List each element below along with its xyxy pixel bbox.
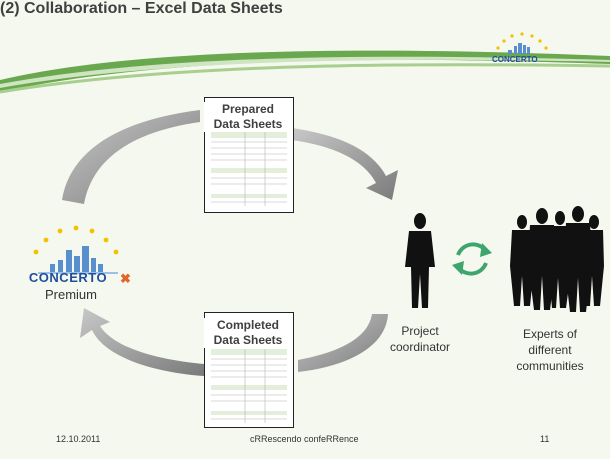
completed-caption-line1: Completed	[216, 318, 279, 332]
experts-label-line1: Experts of	[522, 327, 578, 341]
logo-caption: Premium	[44, 287, 97, 302]
coordinator-label: Project coordinator	[380, 323, 460, 355]
coordinator-label-line1: Project	[401, 324, 439, 338]
prepared-caption-line1: Prepared	[221, 102, 275, 116]
footer-date: 12.10.2011	[56, 434, 101, 444]
footer-event: cRRescendo confeRRence	[250, 434, 359, 444]
exchange-arrows-icon	[452, 242, 492, 276]
completed-data-sheet: Completed Data Sheets	[204, 312, 294, 428]
header-swoosh	[0, 50, 610, 94]
experts-label-line2: different	[528, 343, 572, 357]
coordinator-label-line2: coordinator	[389, 340, 451, 354]
slide-title: (2) Collaboration – Excel Data Sheets	[0, 0, 283, 17]
prepared-caption-line2: Data Sheets	[213, 117, 283, 131]
concerto-logo-small: CONCERTO	[490, 28, 554, 68]
arrow-top-left	[62, 110, 200, 204]
logo-mark-icon: ✖	[120, 271, 131, 286]
experts-label-line3: communities	[516, 359, 584, 373]
completed-caption-line2: Data Sheets	[213, 333, 283, 347]
experts-group-silhouette-icon	[510, 206, 604, 312]
logo-small-text: CONCERTO	[492, 55, 538, 64]
arrow-top-right	[292, 128, 398, 200]
concerto-logo-premium: CONCERTO ✖ Premium	[16, 220, 136, 310]
completed-caption: Completed Data Sheets	[204, 318, 292, 348]
coordinator-silhouette-icon	[405, 213, 435, 308]
logo-big-text: CONCERTO	[28, 270, 108, 285]
arrow-bottom-right	[298, 314, 388, 372]
prepared-data-sheet: Prepared Data Sheets	[204, 97, 294, 213]
footer-page-number: 11	[540, 434, 550, 444]
experts-label: Experts of different communities	[500, 326, 600, 374]
arrow-bottom-left	[80, 308, 204, 376]
prepared-caption: Prepared Data Sheets	[204, 102, 292, 132]
